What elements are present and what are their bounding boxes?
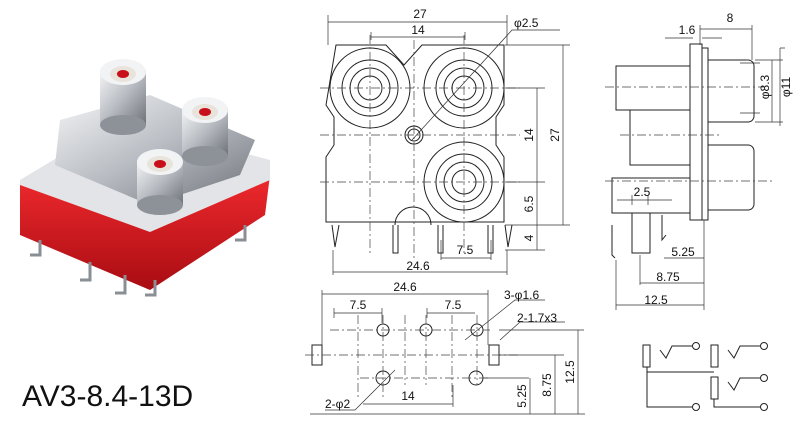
dim-pitch-left: 7.5: [350, 298, 367, 312]
dim-footprint-span: 24.6: [393, 280, 417, 294]
circuit-schematic: [642, 342, 768, 411]
dim-large-hole-pitch: 14: [401, 389, 415, 403]
pcb-footprint: 24.6 7.5 7.5 3-φ1.6 2-1.7x3 2-φ2 14 5.25…: [305, 280, 585, 415]
solder-pins: [30, 225, 247, 297]
label-large-holes: 2-φ2: [325, 397, 350, 411]
dim-pin-pitch: 7.5: [457, 243, 474, 257]
dim-footprint-b: 8.75: [540, 373, 554, 397]
rca-jack-left: [100, 59, 146, 135]
dim-hole-dia: φ2.5: [514, 16, 539, 30]
dim-pin-length: 4: [522, 234, 536, 241]
label-small-holes: 3-φ1.6: [504, 288, 539, 302]
dim-height: 27: [548, 128, 562, 142]
dim-inner-dia: φ8.3: [758, 74, 772, 99]
dim-side-b: 8.75: [656, 270, 680, 284]
dim-footprint-a: 5.25: [515, 384, 529, 408]
dim-pitch-top: 14: [411, 23, 425, 37]
dim-side-c: 12.5: [644, 293, 668, 307]
dim-pin-offset: 2.5: [634, 185, 651, 199]
model-number: AV3-8.4-13D: [22, 380, 193, 413]
rca-jack-right: [182, 97, 228, 166]
dim-bottom-offset: 6.5: [522, 195, 536, 212]
dim-outer-dia: φ11: [779, 77, 793, 98]
dim-side-a: 5.25: [671, 245, 695, 259]
dim-pitch-vertical: 14: [522, 128, 536, 142]
dim-pin-span: 24.6: [406, 259, 430, 273]
product-photo: [20, 59, 270, 297]
label-slots: 2-1.7x3: [517, 311, 557, 325]
front-view: 27 14 φ2.5 14 27 6.5 4 7.5 24.6: [320, 7, 570, 275]
side-view: 8 1.6 φ8.3 φ11 2.5 5.25 8.75 12.5: [605, 11, 793, 310]
dim-footprint-c: 12.5: [563, 360, 577, 384]
rca-jack-front: [137, 149, 183, 215]
dim-pitch-right: 7.5: [445, 298, 462, 312]
dim-cap-length: 8: [727, 11, 734, 25]
dim-width: 27: [413, 7, 427, 21]
dim-flange: 1.6: [679, 23, 696, 37]
